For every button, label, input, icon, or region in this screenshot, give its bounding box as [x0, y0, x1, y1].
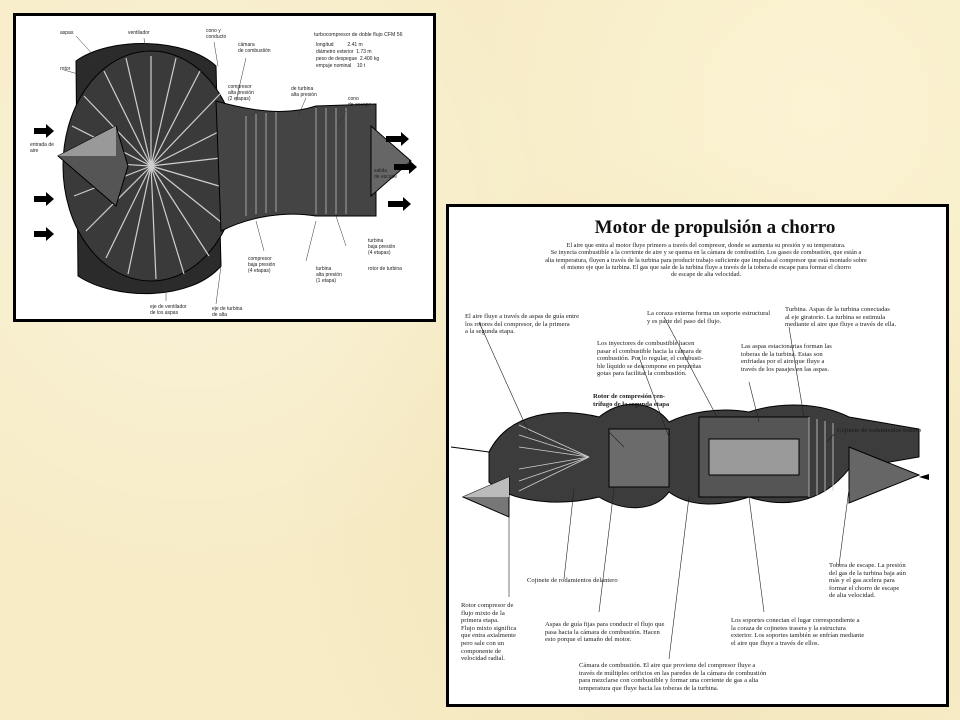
turbofan-cutaway-panel: aspas ventilador rotor entrada de aire c…	[13, 13, 436, 322]
label-turbina-alta: de turbina alta presión	[291, 86, 317, 98]
label-eje-baja: eje de ventilador de los aspas	[150, 304, 187, 316]
note-front-bearing: Cojinete de rodamientos delantero	[527, 577, 618, 584]
note-supports: Los soportes conectan el lugar correspon…	[731, 617, 865, 647]
note-outer-casing: La coraza externa forma un soporte estru…	[647, 310, 771, 325]
note-fixed-guide-vanes: Aspas de guía fijas para conducir el flu…	[545, 621, 665, 644]
note-second-stage-rotor: Rotor de compresión cen- trífugo de la s…	[593, 393, 670, 408]
label-rotor: rotor	[60, 66, 71, 72]
specs-row: diámetro exterior 1.73 m	[316, 49, 372, 55]
label-turbina-alta-etapa: turbina alta presión (1 etapa)	[316, 266, 342, 284]
note-rear-bearing: Cojinete de rodamientos trasero	[837, 427, 922, 434]
note-stationary-blades: Las aspas estacionarias forman las tober…	[741, 343, 832, 373]
specs-title: turbocompresor de doble flujo CFM 56	[314, 32, 403, 38]
label-cono-conducto: cono y conducto	[206, 28, 227, 40]
exhaust-arrows	[386, 132, 417, 211]
inlet-arrows	[34, 124, 54, 241]
label-compresor-alta: compresor alta presión (2 etapas)	[228, 84, 254, 102]
label-compresor-baja: compresor baja presión (4 etapas)	[248, 256, 276, 274]
label-salida-escape: salida de escape	[374, 168, 398, 180]
label-aspas: aspas	[60, 30, 74, 36]
diagram-title: Motor de propulsión a chorro	[594, 217, 836, 238]
note-exhaust-nozzle: Tobera de escape. La presión del gas de …	[829, 562, 906, 600]
jet-engine-illustration	[450, 316, 929, 660]
note-guide-vanes: El aire fluye a través de aspas de guía …	[465, 313, 580, 336]
note-turbine: Turbina. Aspas de la turbina conectadas …	[785, 306, 897, 329]
label-cono-escape: cono de escape	[348, 96, 372, 108]
specs-row: empuje nominal 10 t	[316, 63, 366, 69]
label-turbina-baja: turbina baja presión (4 etapas)	[368, 238, 396, 256]
jet-engine-panel: Motor de propulsión a chorro El aire que…	[446, 204, 949, 707]
label-rotor-turbina: rotor de turbina	[368, 266, 402, 272]
note-combustion-chamber: Cámara de combustión. El aire que provie…	[579, 662, 767, 692]
label-eje-turbina: eje de turbina de alta	[212, 306, 243, 318]
label-camara: cámara de combustión	[238, 42, 271, 54]
note-fuel-injectors: Los inyectores de combustible hacen pasa…	[597, 340, 704, 378]
note-first-stage-rotor: Rotor compresor de flujo mixto de la pri…	[461, 602, 517, 663]
specs-row: longitud 2.41 m	[316, 42, 363, 48]
intro-text: El aire que entra al motor fluye primero…	[545, 242, 867, 279]
label-entrada-aire: entrada de aire	[30, 142, 54, 154]
specs-row: peso de despegue 2.400 kg	[316, 56, 380, 62]
label-ventilador: ventilador	[128, 30, 150, 36]
turbofan-illustration	[34, 35, 417, 305]
